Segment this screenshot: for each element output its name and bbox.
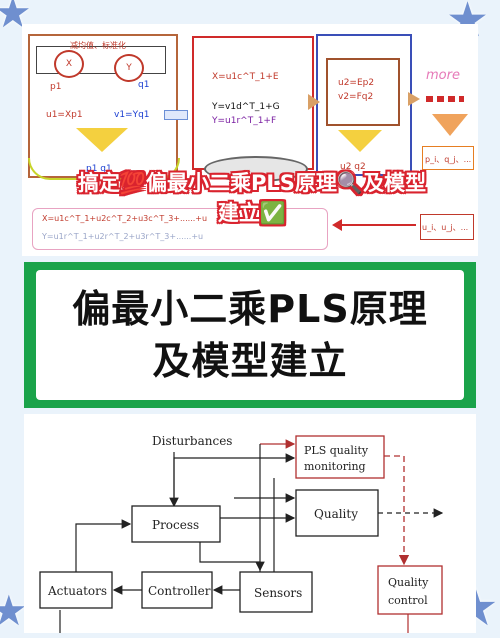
pls-monitoring-label-1: PLS quality — [304, 444, 369, 457]
process-to-pls-line — [173, 453, 296, 506]
p-list-label: p_i、q_j、... — [425, 155, 472, 164]
u-list-box — [420, 214, 474, 240]
pls-derivation-diagram: 减均值、标准化 X Y p1 q1 u1=Xp1 v1=Yq1 p1 q1 X=… — [22, 24, 478, 256]
y-regression-equation-2: Y=u1r^T_1+F — [212, 116, 277, 126]
header-box — [36, 46, 166, 74]
quality-control-box — [377, 565, 443, 615]
sensors-label: Sensors — [254, 586, 302, 600]
residual-box-inner — [326, 58, 400, 126]
quality-control-label-1: Quality — [388, 576, 429, 589]
actuators-to-process-line — [75, 519, 132, 572]
right-arrow-2 — [308, 94, 320, 110]
q1-label: q1 — [138, 80, 150, 90]
title-line-1: 偏最小二乘PLS原理 — [72, 287, 428, 331]
u-list-label: u_i、u_j、... — [422, 223, 469, 232]
control-loop-svg: Disturbances PLS quality monitoring Proc… — [39, 434, 444, 633]
actuators-label: Actuators — [47, 584, 107, 598]
quality-label: Quality — [314, 507, 358, 521]
quality-box — [295, 489, 379, 537]
p1-q1-bottom-label: p1 q1 — [86, 164, 112, 174]
x-sum-equation: X=u1c^T_1+u2c^T_2+u3c^T_3+......+u — [42, 214, 208, 223]
y-regression-equation: Y=v1d^T_1+G — [212, 102, 280, 112]
control-loop-diagram: Disturbances PLS quality monitoring Proc… — [24, 414, 476, 633]
v1-equation: v1=Yq1 — [114, 110, 150, 120]
y-circle-label: Y — [126, 63, 132, 73]
p-list-box — [422, 146, 474, 170]
v2-equation: v2=Fq2 — [338, 92, 374, 102]
y-circle: Y — [114, 54, 144, 82]
left-arrow-red — [340, 224, 416, 226]
pls-monitoring-box — [295, 435, 385, 479]
monitoring-to-control-dashed — [384, 455, 410, 566]
actuators-box — [39, 571, 113, 609]
box1-header-label: 减均值、标准化 — [70, 41, 126, 50]
x-circle-label: X — [65, 59, 73, 69]
process-box — [131, 505, 221, 543]
overlay-banner: 搞定💯偏最小二乘PLS原理🔍及模型 建立✅ — [28, 168, 476, 228]
right-arrow-3 — [408, 92, 420, 106]
star-decoration-bottom-left: ★ — [0, 586, 28, 635]
process-label: Process — [152, 518, 199, 532]
down-arrow-yellow — [76, 128, 128, 152]
right-arrow-1 — [164, 110, 188, 120]
x-regression-equation: X=u1c^T_1+E — [212, 72, 279, 82]
u1-equation: u1=Xp1 — [46, 110, 83, 120]
banner-line-1: 搞定💯偏最小二乘PLS原理🔍及模型 — [77, 171, 427, 195]
controller-box — [141, 571, 213, 609]
banner-line-2: 建立✅ — [217, 201, 287, 225]
sensors-box — [239, 571, 313, 613]
y-sum-equation: Y=u1r^T_1+u2r^T_2+u3r^T_3+......+u — [42, 232, 204, 241]
controller-label: Controller — [148, 584, 211, 598]
p1-label: p1 — [50, 82, 62, 92]
summation-box — [32, 208, 328, 250]
u2-equation: u2=Ep2 — [338, 78, 375, 88]
dots-indicator — [426, 96, 464, 102]
u2-q2-bottom-label: u2 q2 — [340, 162, 366, 172]
more-label: more — [426, 68, 460, 83]
centering-box — [28, 34, 178, 178]
down-arrow-orange — [432, 114, 468, 136]
left-arrow-red-head — [332, 219, 342, 231]
title-card: 偏最小二乘PLS原理 及模型建立 — [36, 270, 464, 400]
disturbances-label: Disturbances — [152, 434, 232, 448]
x-circle: X — [54, 50, 84, 78]
quality-control-label-2: control — [388, 594, 428, 607]
pls-monitoring-label-2: monitoring — [304, 460, 366, 473]
title-line-2: 及模型建立 — [152, 339, 348, 383]
down-arrow-yellow-2 — [338, 130, 382, 152]
process-to-sensors-line — [199, 542, 265, 572]
gray-bowl — [204, 156, 308, 182]
